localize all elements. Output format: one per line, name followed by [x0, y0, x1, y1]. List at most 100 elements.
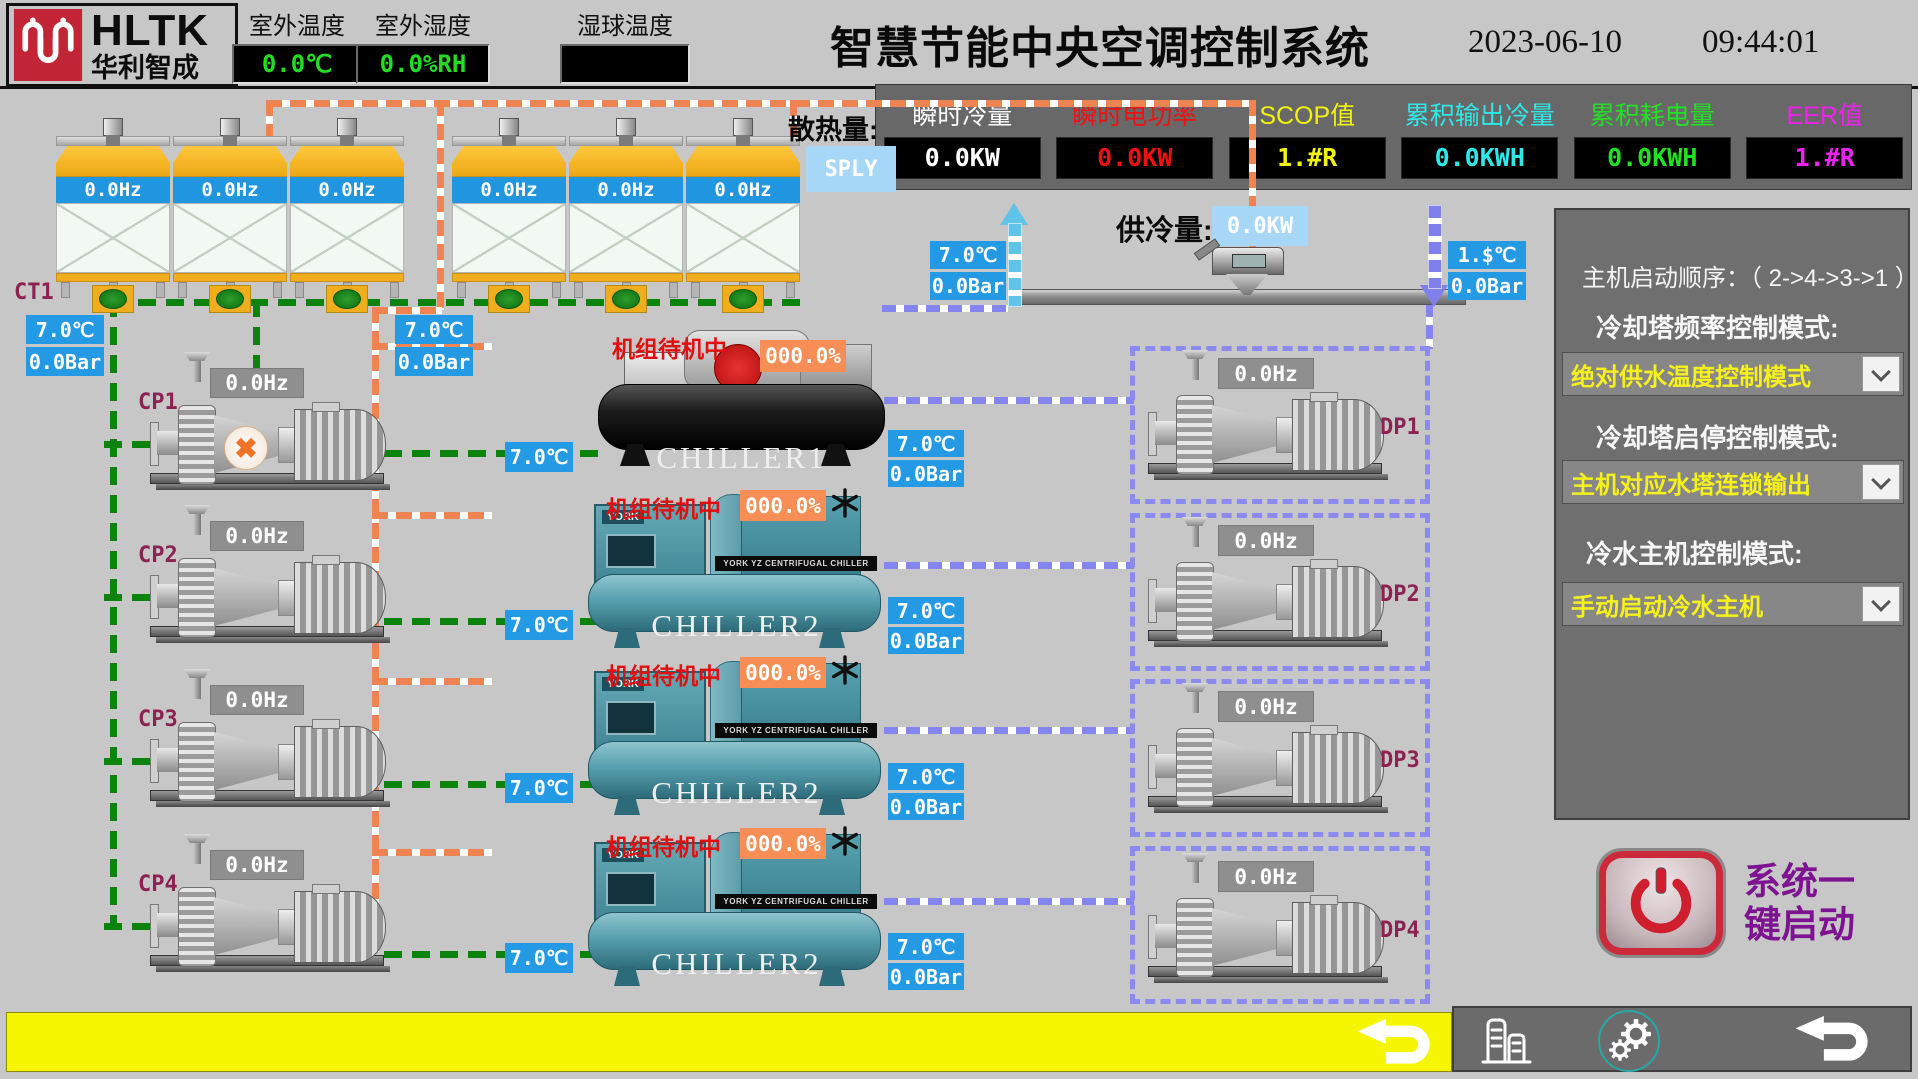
pipe-cp4-feed: [104, 923, 154, 930]
dp3-tag: DP3: [1380, 748, 1420, 773]
logo-name: 华利智成: [91, 52, 199, 83]
tower-startstop-mode-select[interactable]: 主机对应水塔连锁输出: [1562, 460, 1904, 504]
stat-value: 0.0KWH: [1573, 136, 1731, 179]
cooling-tower-6: 0.0Hz: [686, 118, 800, 313]
chiller-load: 000.0%: [760, 340, 846, 372]
cooling-tower-group-1: 0.0Hz 0.0Hz 0.0Hz: [56, 118, 404, 313]
fan-motor: [616, 118, 636, 136]
dp1-pipe-loop: [1130, 346, 1430, 504]
pipe-chw-row-3: [884, 727, 1134, 734]
host-start-order: 主机启动顺序：（ 2->4->3->1 ）: [1582, 265, 1918, 292]
chiller-leg: [819, 628, 845, 648]
dp4-pipe-loop: [1130, 846, 1430, 1004]
cp1-valve-stem: [184, 352, 210, 382]
cp3-frequency: 0.0Hz: [210, 685, 304, 715]
pump-cp2: [150, 551, 390, 643]
pipe-return-jog: [372, 307, 442, 314]
tower-crown: [452, 146, 566, 177]
dp3-pipe-loop: [1130, 679, 1430, 837]
tower-startstop-mode-label: 冷却塔启停控制模式:: [1596, 423, 1839, 453]
cooling-tower-2: 0.0Hz: [173, 118, 287, 313]
wetbulb-temp-sensor: 湿球温度 0.0℃: [560, 6, 690, 84]
pipe-cp4-out: [384, 951, 602, 958]
dropdown-arrow-button[interactable]: [1862, 586, 1900, 622]
chiller-status: 机组待机中: [606, 496, 721, 522]
fan-blades: [569, 135, 683, 147]
cooling-tower-5: 0.0Hz: [569, 118, 683, 313]
chiller-load: 000.0%: [740, 490, 826, 521]
chiller-mode-select[interactable]: 手动启动冷水主机: [1562, 582, 1904, 626]
chiller-leg: [620, 444, 650, 466]
pipe-return-main-upper: [437, 100, 444, 310]
outdoor-temp-value: 0.0℃: [232, 44, 362, 84]
page-title: 智慧节能中央空调控制系统: [830, 24, 1370, 73]
pump-dp3: [1148, 721, 1388, 813]
report-button[interactable]: [1478, 1012, 1534, 1068]
chiller-leg: [819, 795, 845, 815]
system-start-label: 系统一 键启动: [1744, 861, 1855, 945]
flow-meter-valve: [1193, 238, 1286, 295]
settings-button[interactable]: [1598, 1010, 1660, 1072]
dp2-valve-stem: [1182, 517, 1208, 547]
cooling-tower-4: 0.0Hz: [452, 118, 566, 313]
cooling-supply-value: 0.0KW: [1212, 206, 1308, 246]
back-button[interactable]: [1352, 1019, 1448, 1065]
heat-output-value[interactable]: SPLY: [806, 146, 896, 192]
pipe-return-right-drop: [1249, 100, 1256, 290]
dp1-tag: DP1: [1380, 415, 1420, 440]
cooling-supply-label: 供冷量:: [1116, 215, 1213, 247]
tower-base: [173, 273, 287, 282]
tower-body: [569, 203, 683, 273]
chiller2c-outlet-temp: 7.0℃: [888, 933, 964, 960]
tower-freq-mode-value: 绝对供水温度控制模式: [1571, 363, 1811, 391]
pump-cp3: [150, 715, 390, 807]
dropdown-arrow-button[interactable]: [1862, 464, 1900, 500]
return-button[interactable]: [1790, 1016, 1886, 1062]
dropdown-arrow-button[interactable]: [1862, 356, 1900, 392]
stat-label: EER值: [1786, 101, 1863, 130]
brand-band: YORK YZ CENTRIFUGAL CHILLER: [715, 894, 877, 909]
date-display: 2023-06-10: [1468, 24, 1622, 60]
tower-body: [56, 203, 170, 273]
chiller-status: 机组待机中: [606, 834, 721, 860]
chiller2b-outlet-pressure: 0.0Bar: [888, 793, 964, 820]
outdoor-humidity-sensor: 室外湿度 0.0%RH: [356, 6, 490, 84]
fan-motor: [499, 118, 519, 136]
tower-startstop-mode-value: 主机对应水塔连锁输出: [1571, 471, 1811, 499]
tower-valve: [92, 285, 134, 313]
dp2-tag: DP2: [1380, 582, 1420, 607]
pipe-cp1-out: [384, 450, 602, 457]
tower-body: [452, 203, 566, 273]
pipe-chw-row-4: [884, 898, 1134, 905]
logo-icon: [13, 9, 83, 81]
tower-freq-mode-select[interactable]: 绝对供水温度控制模式: [1562, 352, 1904, 396]
chevron-down-icon: [1871, 469, 1891, 490]
outdoor-humidity-value: 0.0%RH: [356, 44, 490, 84]
gear-icon: [1609, 1019, 1651, 1061]
brand-band: YORK YZ CENTRIFUGAL CHILLER: [715, 556, 877, 571]
stat-value: 1.#R: [1746, 136, 1904, 179]
fan-motor: [337, 118, 357, 136]
stat-value: 0.0KW: [1056, 136, 1214, 179]
pipe-cp3-out: [384, 781, 602, 788]
chiller2a-outlet-temp: 7.0℃: [888, 597, 964, 624]
tower-base: [56, 273, 170, 282]
alarm-message-bar: [6, 1012, 1452, 1072]
stat-instant-power: 瞬时电功率 0.0KW: [1049, 85, 1222, 189]
dp2-frequency: 0.0Hz: [1218, 525, 1314, 556]
pipe-chw-supply-link: [882, 305, 1008, 312]
return-water-pressure: 0.0Bar: [1448, 272, 1526, 300]
chiller-mode-label: 冷水主机控制模式:: [1586, 539, 1803, 569]
return-water-temp: 1.$℃: [1448, 241, 1526, 269]
chiller-shell: [598, 384, 885, 450]
pipe-return-drop-2: [790, 100, 797, 146]
chiller1-outlet-temp: 7.0℃: [888, 430, 964, 457]
fan-blades: [452, 135, 566, 147]
stat-value: 0.0KW: [883, 136, 1041, 179]
chiller-shell: [588, 574, 881, 632]
dp4-tag: DP4: [1380, 918, 1420, 943]
system-start-button[interactable]: [1596, 848, 1726, 958]
stat-scop: SCOP值 1.#R: [1221, 85, 1394, 189]
pipe-condenser-manifold: [110, 299, 810, 306]
